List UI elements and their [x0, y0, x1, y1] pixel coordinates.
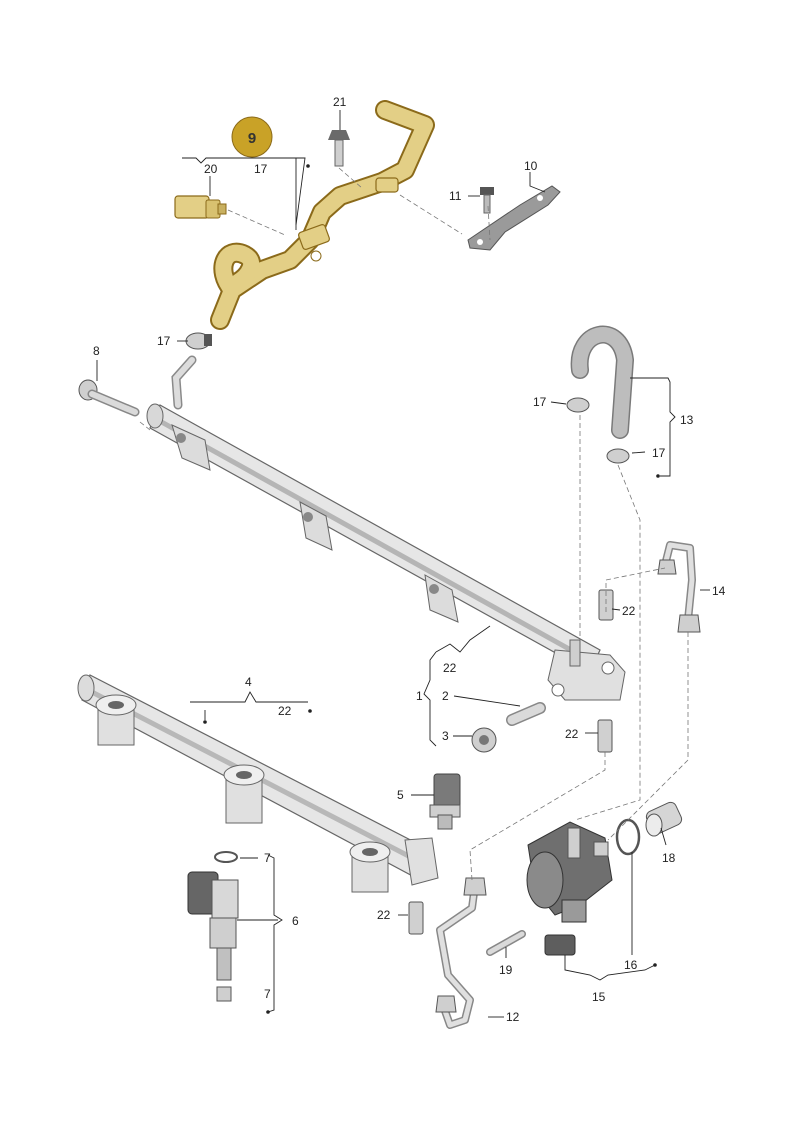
union-fitting-22-upper[interactable]	[598, 589, 614, 621]
union-fitting-22-lower[interactable]	[408, 901, 424, 935]
callout-4: 4	[245, 675, 252, 689]
fuel-line-14[interactable]	[657, 541, 701, 633]
bolt-19[interactable]	[486, 930, 526, 956]
callout-17-left: 17	[157, 334, 171, 348]
leader-lines	[96, 110, 710, 1018]
injector-6[interactable]	[187, 871, 239, 981]
part-number-badge: 9	[231, 116, 273, 158]
callout-11: 11	[449, 189, 462, 203]
pressure-sensor-20[interactable]	[174, 195, 227, 219]
routing-lines	[139, 167, 689, 881]
callout-3: 3	[442, 729, 449, 743]
injector-rail-4[interactable]	[77, 674, 439, 893]
hose-clamp-17-upper[interactable]	[185, 332, 212, 350]
callout-6: 6	[292, 914, 299, 928]
bolt-21[interactable]	[328, 130, 350, 167]
callout-8: 8	[93, 344, 100, 358]
lead-dots	[203, 164, 660, 1014]
badge-label: 9	[248, 130, 256, 147]
cup-18[interactable]	[644, 800, 683, 837]
injector-cup-3	[349, 841, 391, 893]
bracket-10[interactable]	[467, 185, 561, 251]
callout-7-lower: 7	[264, 987, 271, 1001]
callout-22-rail-lower: 22	[278, 704, 292, 718]
hose-13[interactable]	[570, 325, 634, 439]
injector-cup-2	[223, 764, 265, 824]
callout-15: 15	[592, 990, 606, 1004]
pressure-sensor-5[interactable]	[429, 773, 461, 830]
callout-17-right-bottom: 17	[652, 446, 666, 460]
callout-17-top: 17	[254, 162, 268, 176]
highlighted-hose-assembly[interactable]	[210, 100, 435, 330]
callout-12: 12	[506, 1010, 520, 1024]
callout-7-upper: 7	[264, 851, 271, 865]
hose-clamp-17-right-bottom[interactable]	[606, 448, 630, 464]
valve-2[interactable]	[506, 702, 546, 726]
callout-17-right-top: 17	[533, 395, 547, 409]
callout-14: 14	[712, 584, 726, 598]
plug-3[interactable]	[471, 727, 497, 753]
fuel-rail-1[interactable]	[146, 355, 626, 701]
callout-labels: 21 20 17 10 11 17 8 17 13 17 22 14 22 1 …	[93, 95, 726, 1024]
callout-2: 2	[442, 689, 449, 703]
callout-16: 16	[624, 958, 638, 972]
callout-5: 5	[397, 788, 404, 802]
callout-22-upper: 22	[622, 604, 636, 618]
seal-ring-7-upper[interactable]	[214, 851, 238, 863]
bolt-8[interactable]	[78, 379, 140, 417]
callout-19: 19	[499, 963, 513, 977]
fuel-line-12[interactable]	[435, 877, 487, 1029]
o-ring-16[interactable]	[615, 818, 641, 856]
callout-18: 18	[662, 851, 676, 865]
callout-21: 21	[333, 95, 347, 109]
seal-ring-7-lower[interactable]	[216, 986, 232, 1002]
injector-cup-1	[95, 694, 137, 746]
callout-22-rail: 22	[443, 661, 457, 675]
hose-clamp-17-right-top[interactable]	[566, 397, 590, 413]
callout-10: 10	[524, 159, 538, 173]
callout-22-lower: 22	[377, 908, 391, 922]
high-pressure-pump-15[interactable]	[526, 821, 613, 956]
callout-22-middle: 22	[565, 727, 579, 741]
callout-1: 1	[416, 689, 423, 703]
union-fitting-22-middle[interactable]	[597, 719, 613, 753]
callout-20: 20	[204, 162, 218, 176]
bolt-11[interactable]	[480, 187, 494, 214]
callout-13: 13	[680, 413, 694, 427]
